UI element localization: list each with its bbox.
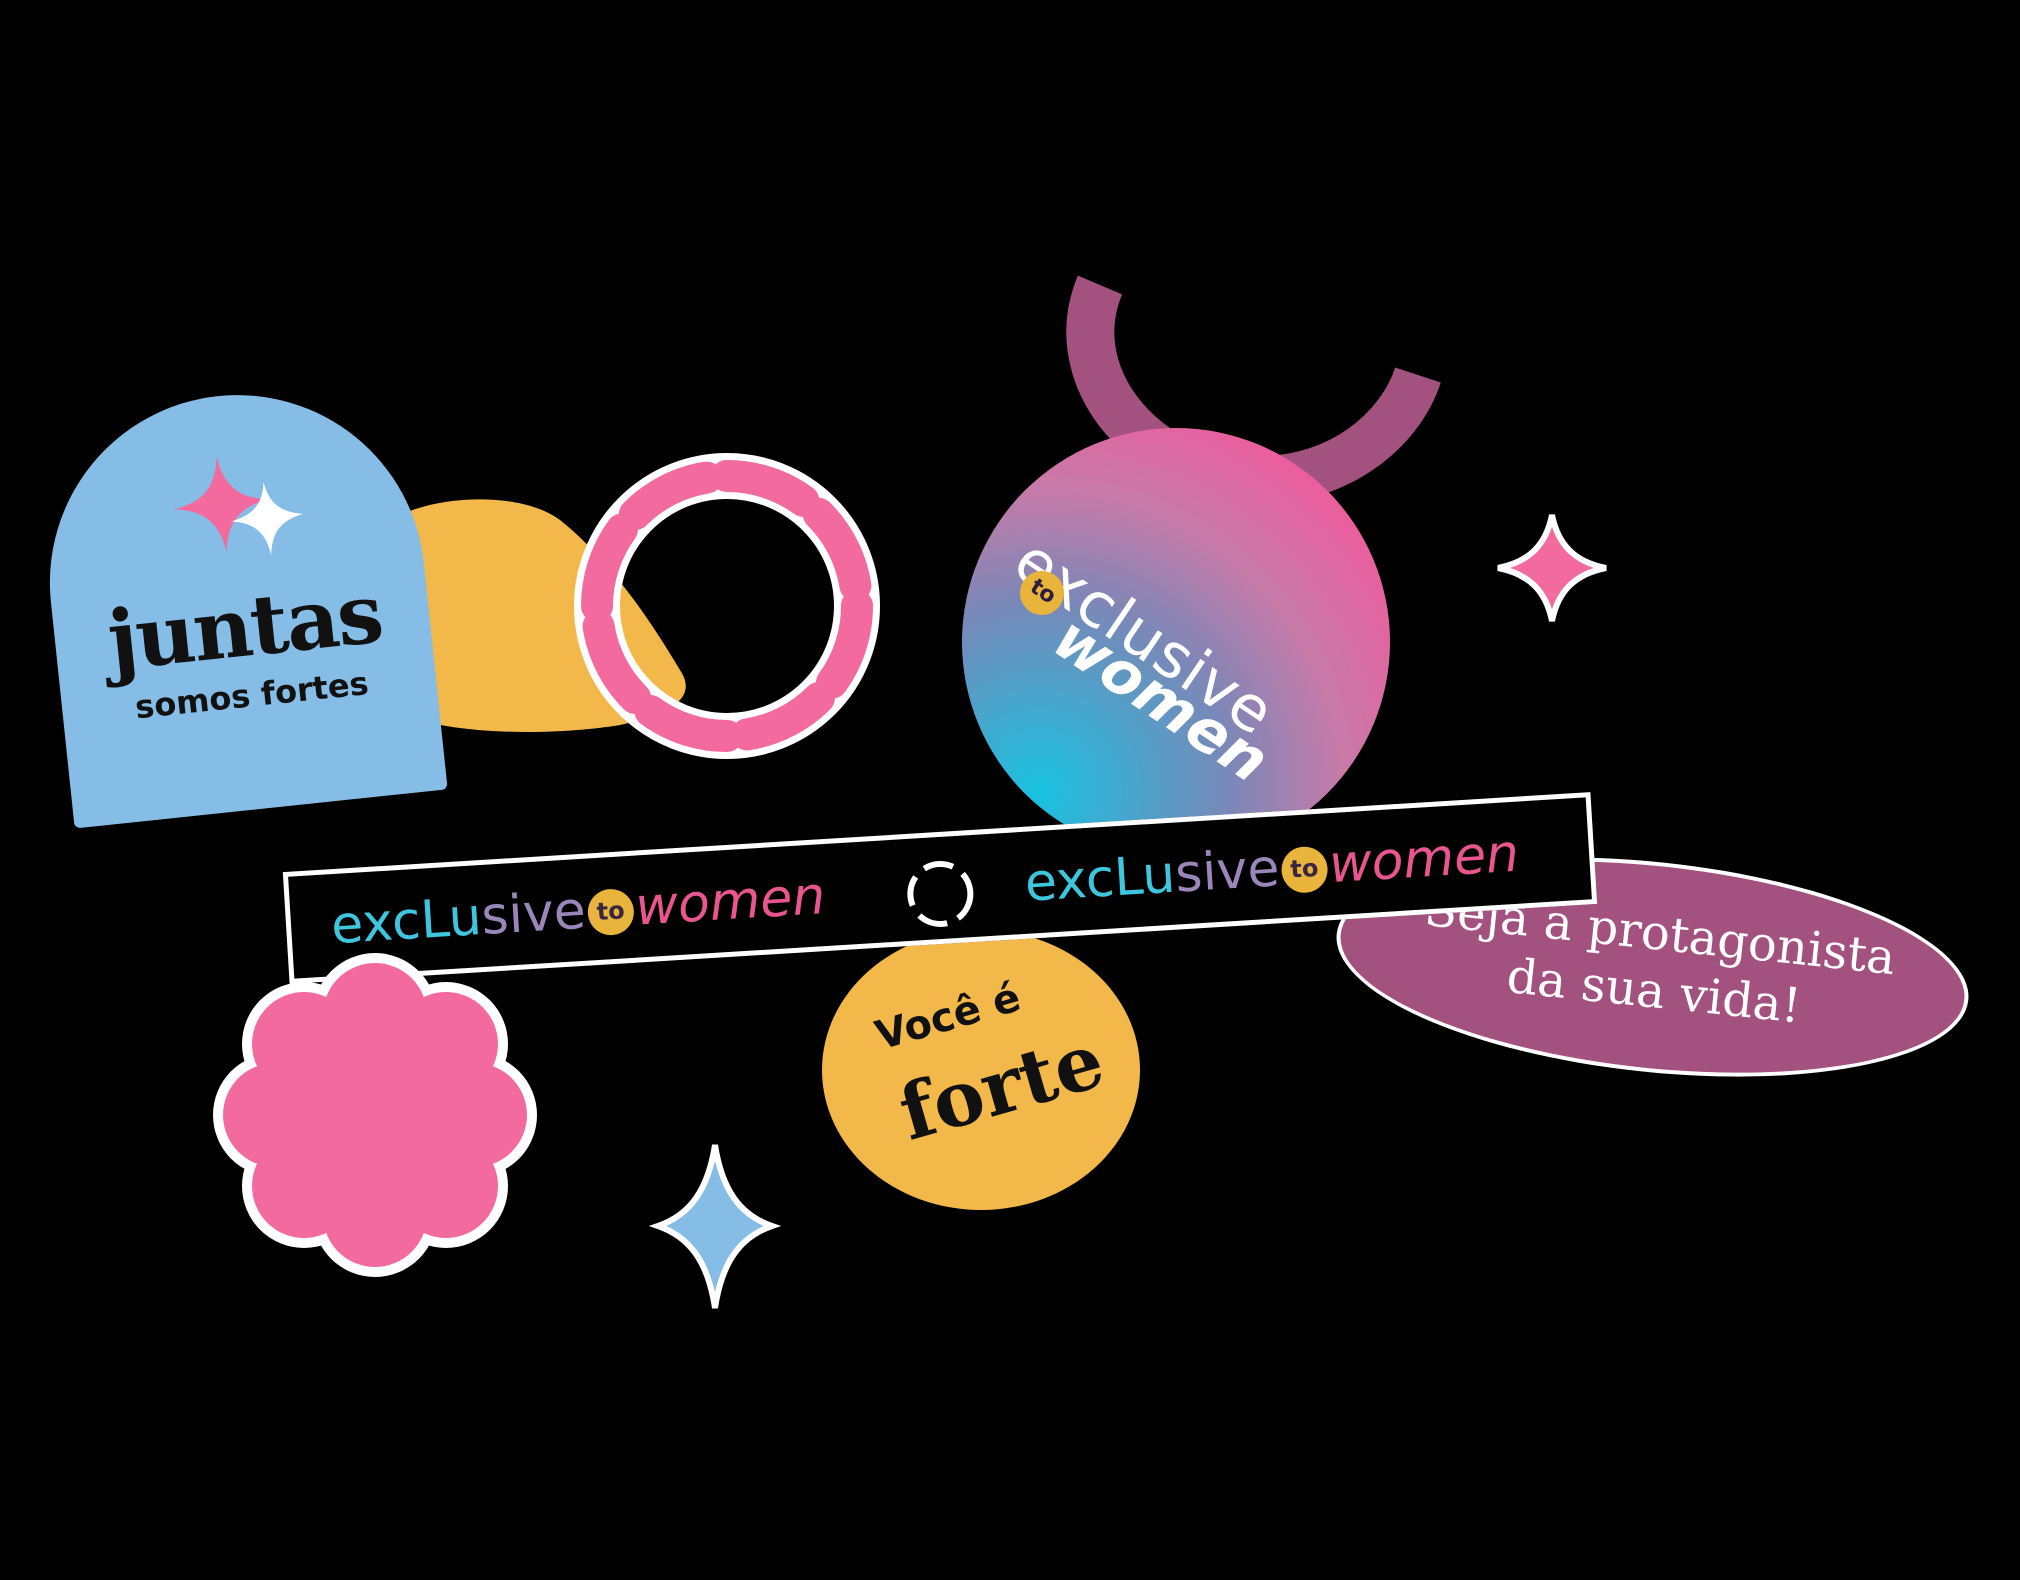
sparkle-icon: [173, 456, 304, 556]
voce-e-forte-sticker: Você é forte: [822, 930, 1140, 1210]
exclusive-circle-logo: exclusive to women: [962, 428, 1390, 856]
juntas-sticker: juntas somos fortes: [31, 376, 448, 829]
dashed-circle-icon: [907, 860, 974, 927]
